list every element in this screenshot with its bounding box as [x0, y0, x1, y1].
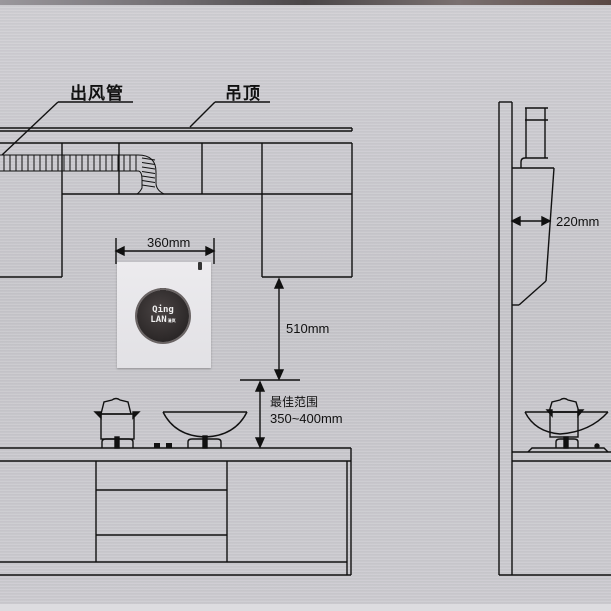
wok-icon: [162, 411, 248, 449]
stove-knob-icon: [154, 443, 160, 448]
label-hood-width: 360mm: [147, 235, 191, 250]
hood-indicator-light: [198, 262, 202, 270]
exhaust-duct: [0, 154, 165, 195]
label-best-range-title: 最佳范围: [270, 395, 319, 409]
leader-duct: [1, 101, 133, 156]
stove-knob-icon: [166, 443, 172, 448]
brand-line-1: Qing: [152, 305, 174, 315]
upper-cabinets: [0, 142, 353, 278]
brand-sub: 清岚: [167, 318, 176, 323]
duct-elbow-rib: [141, 175, 156, 179]
dimension-hood-depth: [510, 215, 552, 227]
dimension-510: [240, 277, 300, 381]
base-cabinet: [0, 447, 352, 576]
duct-elbow-rib: [141, 184, 156, 188]
label-best-range-value: 350~400mm: [270, 411, 343, 426]
label-hood-depth: 220mm: [556, 214, 600, 229]
label-ceiling: 吊顶: [225, 84, 261, 103]
bottom-strip: [0, 604, 611, 611]
brand-line-2-text: LAN: [150, 315, 167, 325]
brand-line-2: LAN清岚: [137, 315, 189, 326]
label-510mm: 510mm: [286, 321, 330, 336]
leader-ceiling: [189, 101, 270, 128]
hood-control-knob[interactable]: Qing LAN清岚: [137, 290, 189, 342]
duct-elbow-rib: [141, 162, 156, 165]
side-view-hood: [512, 107, 555, 306]
duct-elbow-rib: [141, 166, 156, 170]
duct-elbow-rib: [141, 171, 156, 174]
pot-icon: [93, 397, 141, 449]
side-view-counter: [512, 451, 611, 462]
ceiling-line: [0, 127, 353, 132]
side-view-wall: [498, 101, 611, 576]
label-duct: 出风管: [70, 84, 124, 103]
dimension-hood-width: [114, 238, 216, 264]
side-view-pot-wok: [524, 397, 609, 453]
duct-elbow-rib: [141, 180, 156, 183]
dimension-best-range: [254, 380, 266, 449]
top-photo-strip: [0, 0, 611, 5]
duct-elbow-rib: [141, 157, 156, 161]
